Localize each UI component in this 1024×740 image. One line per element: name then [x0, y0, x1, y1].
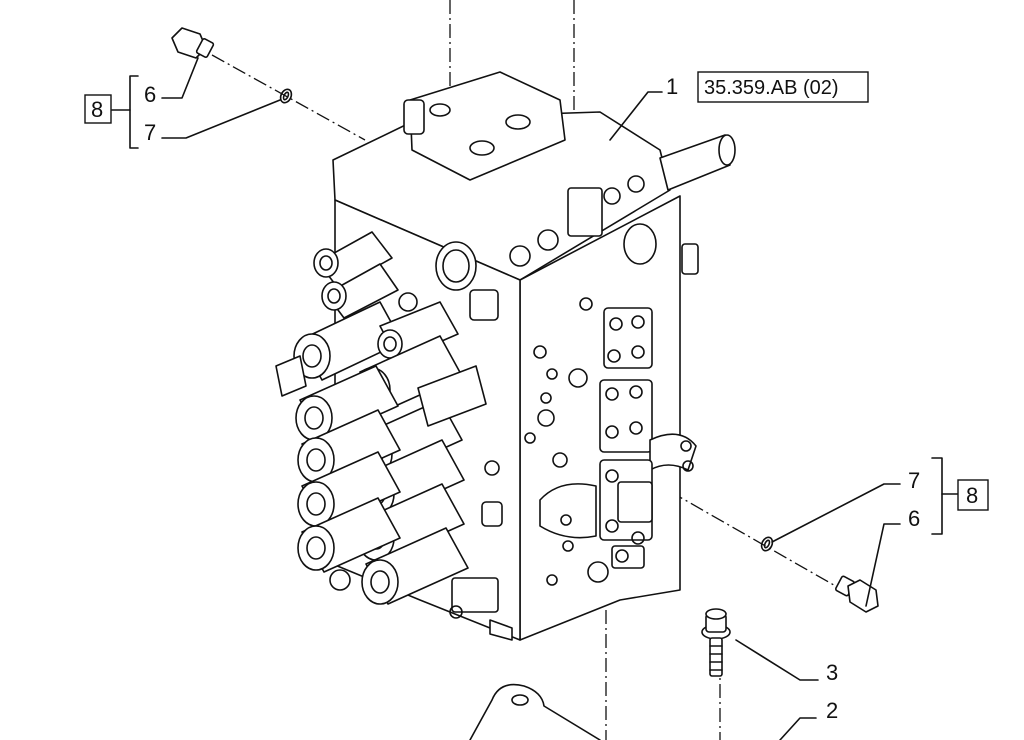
solenoid-coil-icon: [313, 231, 393, 289]
solenoid-coil-icon: [321, 263, 399, 319]
o-ring-icon: [760, 536, 774, 552]
hex-fitting-icon: [171, 27, 215, 59]
group-8-box-left: [84, 94, 112, 124]
callout-3: 3: [826, 660, 838, 685]
callout-6-left: 6: [144, 82, 156, 107]
solenoid-coil-icon: [295, 365, 399, 441]
callout-8-right: 8: [966, 483, 978, 508]
group-8-box-right: [957, 479, 989, 511]
solenoid-coil-icon: [293, 301, 403, 381]
solenoid-coil-icon: [361, 527, 469, 605]
callout-7-right: 7: [908, 468, 920, 493]
callout-8-left: 8: [91, 97, 103, 122]
reference-box: [697, 71, 869, 103]
o-ring-icon: [279, 88, 293, 104]
solenoid-coil-icon: [297, 409, 401, 485]
solenoid-coils: [275, 231, 513, 641]
callout-7-left: 7: [144, 120, 156, 145]
right-face-ports: [524, 297, 697, 586]
solenoid-coil-icon: [297, 497, 401, 573]
solenoid-coil-icon: [377, 301, 459, 361]
callout-1: 1: [666, 74, 678, 99]
mounting-bracket: [469, 683, 817, 740]
leader-lines: [111, 57, 959, 681]
reference-label: 35.359.AB (02): [704, 77, 839, 99]
callout-2: 2: [826, 698, 838, 723]
solenoid-coil-icon: [297, 451, 401, 527]
callout-6-right: 6: [908, 506, 920, 531]
flange-bolt-icon: [701, 608, 731, 677]
